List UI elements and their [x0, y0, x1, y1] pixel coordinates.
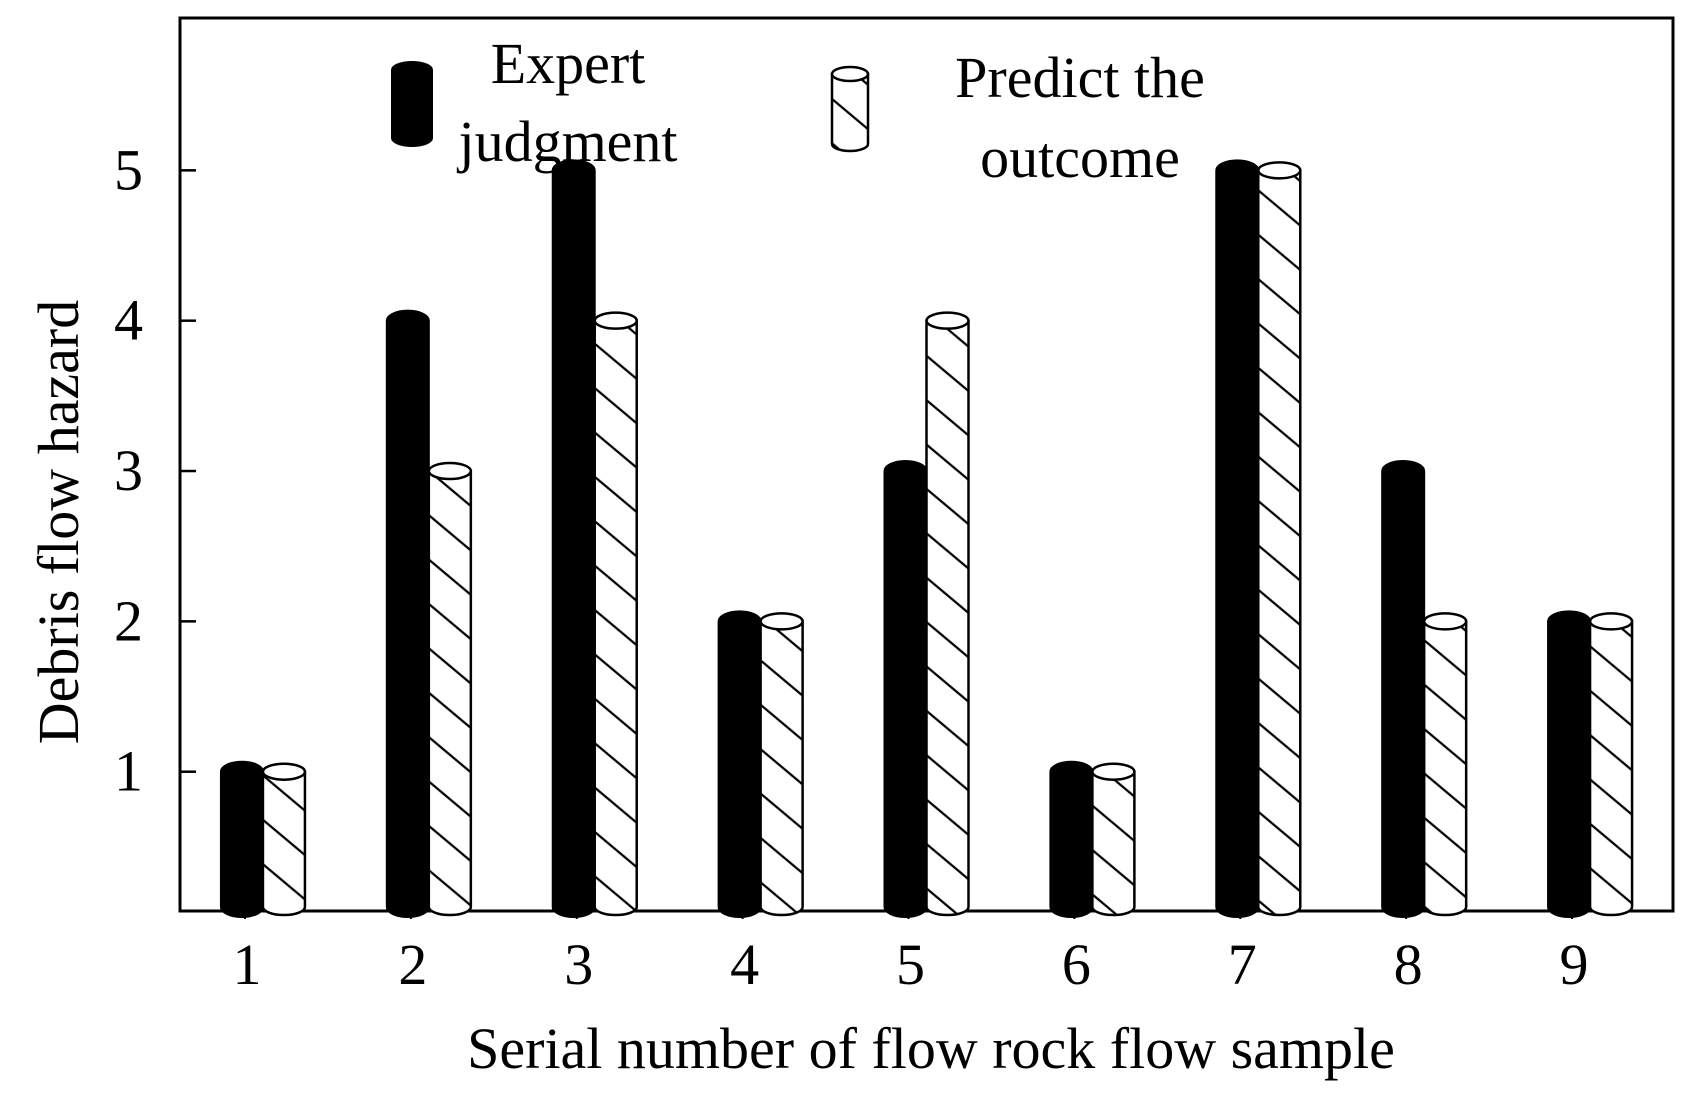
- y-tick-label-5: 5: [114, 137, 143, 202]
- bar-predict-outcome-5: [925, 319, 970, 917]
- x-tick-label-5: 5: [896, 932, 925, 997]
- y-tick-label-1: 1: [114, 739, 143, 804]
- bar-predict-outcome-8: [1422, 620, 1468, 917]
- bar-predict-outcome-2: [427, 469, 473, 917]
- y-tick-label-4: 4: [114, 288, 143, 353]
- plot-frame: [178, 16, 1675, 913]
- bar-predict-outcome-cap-1: [261, 762, 307, 781]
- legend-item-predict-the-outcome: Predict the outcome: [830, 45, 1205, 190]
- x-tick-label-3: 3: [564, 932, 593, 997]
- x-tick-label-4: 4: [730, 932, 759, 997]
- bar-predict-outcome-cap-6: [1091, 762, 1136, 781]
- legend-item-expert-judgment: Expert judgment: [391, 31, 678, 174]
- bar-predict-outcome-4: [759, 620, 804, 917]
- y-axis-label: Debris flow hazard: [26, 300, 91, 745]
- x-axis-label: Serial number of flow rock flow sample: [467, 1016, 1395, 1081]
- bar-predict-outcome-cap-9: [1588, 612, 1634, 631]
- bar-expert-judgment-9: [1547, 610, 1592, 918]
- bars-group: [219, 159, 1634, 918]
- bar-expert-judgment-7: [1215, 159, 1260, 918]
- bar-expert-judgment-3: [551, 159, 596, 918]
- bar-predict-outcome-cap-4: [759, 612, 804, 631]
- legend-label-predict-line2: outcome: [980, 125, 1180, 190]
- legend-label-expert-judgment-line1: Expert: [491, 31, 646, 96]
- bar-predict-outcome-7: [1257, 169, 1302, 917]
- legend-swatch-predict-the-outcome: [830, 72, 870, 153]
- bar-predict-outcome-3: [593, 319, 638, 917]
- bar-predict-outcome-9: [1588, 620, 1634, 917]
- bar-expert-judgment-1: [219, 760, 264, 918]
- x-tick-label-6: 6: [1062, 932, 1091, 997]
- bar-expert-judgment-4: [717, 610, 762, 918]
- legend-label-expert-judgment-line2: judgment: [456, 109, 677, 174]
- bar-expert-judgment-6: [1049, 760, 1094, 918]
- bar-predict-outcome-cap-8: [1422, 612, 1468, 631]
- x-tick-label-8: 8: [1394, 932, 1423, 997]
- legend-label-predict-line1: Predict the: [955, 45, 1205, 110]
- bar-predict-outcome-6: [1091, 770, 1136, 917]
- bar-expert-judgment-8: [1381, 460, 1426, 918]
- legend-swatch-predict-cap: [830, 65, 870, 83]
- x-tick-label-2: 2: [398, 932, 427, 997]
- bar-expert-judgment-5: [883, 460, 928, 918]
- x-tick-label-7: 7: [1228, 932, 1257, 997]
- y-tick-label-3: 3: [114, 438, 143, 503]
- bar-predict-outcome-cap-2: [427, 461, 473, 481]
- y-tick-label-2: 2: [114, 588, 143, 653]
- legend-swatch-expert-judgment: [391, 61, 433, 147]
- bar-expert-judgment-2: [385, 309, 430, 918]
- legend: Expert judgment Predict the outcome: [391, 31, 1205, 190]
- x-tick-label-9: 9: [1560, 932, 1589, 997]
- x-axis: 1 2 3 4 5 6 7 8 9: [232, 910, 1589, 997]
- x-tick-label-1: 1: [232, 932, 261, 997]
- bar-predict-outcome-cap-7: [1257, 161, 1302, 180]
- bar-predict-outcome-cap-3: [593, 311, 638, 330]
- bar-predict-outcome-1: [261, 770, 307, 917]
- y-axis: 1 2 3 4 5: [114, 137, 196, 804]
- bar-predict-outcome-cap-5: [925, 311, 970, 330]
